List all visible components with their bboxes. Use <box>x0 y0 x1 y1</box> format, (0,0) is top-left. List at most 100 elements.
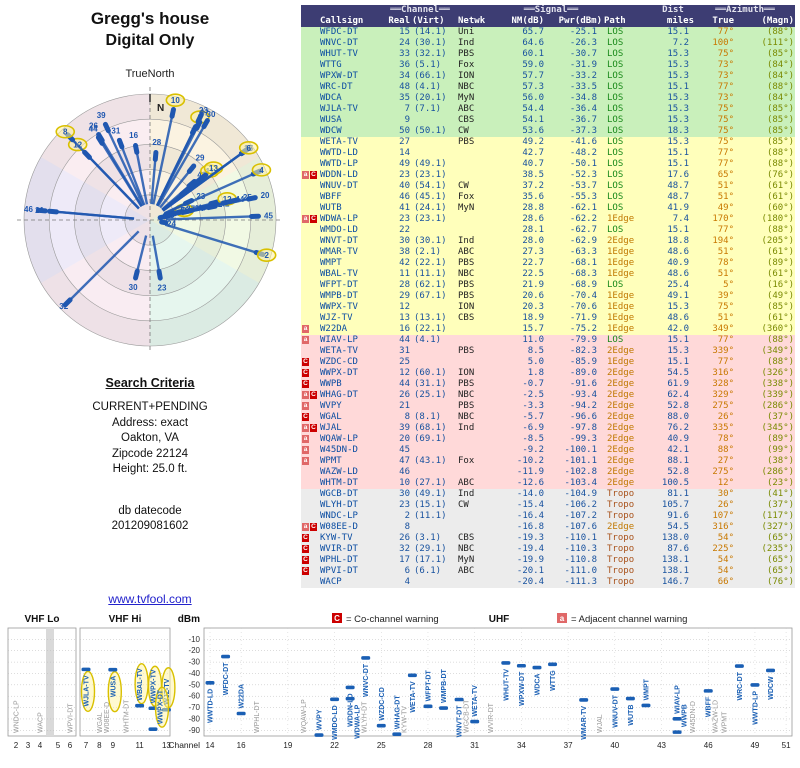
callsign-link[interactable]: WHUT-TV <box>320 49 358 59</box>
callsign-link[interactable]: WQAW-LP <box>320 434 358 444</box>
callsign-link[interactable]: W45DN-D <box>320 445 358 455</box>
callsign-link[interactable]: WJLA-TV <box>320 104 358 114</box>
callsign-link[interactable]: WWTD-LP <box>320 159 358 169</box>
callsign-link[interactable]: WHTM-DT <box>320 478 358 488</box>
callsign-link[interactable]: WWTD-LD <box>320 148 358 158</box>
callsign-link[interactable]: WMPT <box>320 258 342 268</box>
callsign-link[interactable]: WUTB <box>320 203 342 213</box>
real-channel: 8 <box>404 522 410 532</box>
callsign-link[interactable]: WJZ-TV <box>320 313 353 323</box>
warn-flags: C <box>301 357 319 368</box>
adjacent-channel-flag: a <box>302 171 309 179</box>
callsign-link[interactable]: WBAL-TV <box>320 269 358 279</box>
warn-flags: a <box>301 401 319 412</box>
callsign-link[interactable]: WNVT-DT <box>320 236 358 246</box>
network <box>457 335 499 346</box>
signal-power: -107.2 <box>564 511 598 521</box>
warn-flags <box>301 467 319 478</box>
noise-margin: 57.7 <box>522 71 545 81</box>
path-type: 1Edge <box>607 214 635 224</box>
station-label: WDWA-LP <box>355 704 362 739</box>
callsign-link[interactable]: WMPB-DT <box>320 291 358 301</box>
azimuth-true: 77° <box>717 159 735 169</box>
callsign-link[interactable]: WUSA <box>320 115 342 125</box>
signal-power: -97.8 <box>569 423 598 433</box>
callsign-link[interactable]: WNVC-DT <box>320 38 358 48</box>
callsign-link[interactable]: WMDO-LD <box>320 225 358 235</box>
callsign-link[interactable]: WGCB-DT <box>320 489 358 499</box>
network <box>457 445 499 456</box>
callsign-link[interactable]: WDCA <box>320 93 342 103</box>
callsign-link[interactable]: WZDC-CD <box>320 357 358 367</box>
station-tick <box>361 656 371 660</box>
noise-margin: 59.0 <box>522 60 545 70</box>
real-channel: 23 <box>399 500 410 510</box>
azimuth-magnetic: (89°) <box>766 434 795 444</box>
azimuth-true: 329° <box>712 390 735 400</box>
network <box>457 522 499 533</box>
callsign-link[interactable]: WPXW-DT <box>320 71 358 81</box>
callsign-link[interactable]: WNUV-DT <box>320 181 358 191</box>
callsign-link[interactable]: WNDC-LP <box>320 511 358 521</box>
callsign-link[interactable]: WETA-TV <box>320 346 358 356</box>
callsign-link[interactable]: WFPT-DT <box>320 280 358 290</box>
azimuth-true: 225° <box>712 544 735 554</box>
azimuth-true: 51° <box>717 247 735 257</box>
callsign-link[interactable]: WRC-DT <box>320 82 353 92</box>
azimuth-true: 77° <box>717 27 735 37</box>
callsign-link[interactable]: WHAG-DT <box>320 390 358 400</box>
callsign-link[interactable]: WPVI-DT <box>320 566 358 576</box>
spectrum-station: WHTM-DT <box>124 699 131 733</box>
callsign-link[interactable]: WAZW-LD <box>320 467 358 477</box>
virtual-channel: (30.1) <box>414 236 447 246</box>
distance-miles: 41.9 <box>667 203 690 213</box>
callsign-link[interactable]: WVPY <box>320 401 342 411</box>
callsign-link[interactable]: WPMT <box>320 456 342 466</box>
callsign-link[interactable]: WPHL-DT <box>320 555 358 565</box>
callsign-link[interactable]: KYW-TV <box>320 533 353 543</box>
callsign-link[interactable]: WWPB <box>320 379 342 389</box>
callsign-link[interactable]: WTTG <box>320 60 342 70</box>
callsign-link[interactable]: WGAL <box>320 412 342 422</box>
azimuth-magnetic: (235°) <box>761 544 795 554</box>
channel-tick-label: 19 <box>283 741 292 750</box>
channel-axis-label: Channel <box>168 740 200 750</box>
adjacent-channel-flag: a <box>302 523 309 531</box>
noise-margin: -3.3 <box>522 401 545 411</box>
callsign-link[interactable]: WJAL <box>320 423 342 433</box>
dbm-tick-label: -40 <box>188 669 200 678</box>
real-channel: 12 <box>399 302 410 312</box>
path-type: LOS <box>607 60 624 70</box>
network: PBS <box>458 379 475 389</box>
callsign-link[interactable]: WWPX-TV <box>320 302 358 312</box>
callsign-link[interactable]: WDCW <box>320 126 342 136</box>
callsign-link[interactable]: WETA-TV <box>320 137 358 147</box>
network: NBC <box>458 544 475 554</box>
azimuth-true: 77° <box>717 82 735 92</box>
tvfool-link[interactable]: www.tvfool.com <box>108 592 192 606</box>
station-tick <box>734 664 744 668</box>
callsign-link[interactable]: WIAV-LP <box>320 335 358 345</box>
callsign-link[interactable]: W08EE-D <box>320 522 358 532</box>
callsign-link[interactable]: WMAR-TV <box>320 247 358 257</box>
noise-margin: -20.1 <box>516 566 545 576</box>
callsign-link[interactable]: WVIR-DT <box>320 544 358 554</box>
callsign-link[interactable]: WFDC-DT <box>320 27 358 37</box>
azimuth-true: 51° <box>717 192 735 202</box>
callsign-link[interactable]: W22DA <box>320 324 348 334</box>
distance-miles: 15.1 <box>667 225 690 235</box>
callsign-link[interactable]: WWPX-DT <box>320 368 358 378</box>
callsign-link[interactable]: WLYH-DT <box>320 500 358 510</box>
callsign-link[interactable]: WDWA-LP <box>320 214 358 224</box>
real-channel: 17 <box>399 555 410 565</box>
column-header: Pwr(dBm) <box>545 16 604 27</box>
callsign-link[interactable]: WACP <box>320 577 342 587</box>
distance-miles: 48.6 <box>667 269 690 279</box>
azimuth-true: 170° <box>712 214 735 224</box>
callsign-link[interactable]: WDDN-LD <box>320 170 358 180</box>
spectrum-station: WVPY <box>314 709 324 737</box>
callsign-link[interactable]: WBFF <box>320 192 342 202</box>
